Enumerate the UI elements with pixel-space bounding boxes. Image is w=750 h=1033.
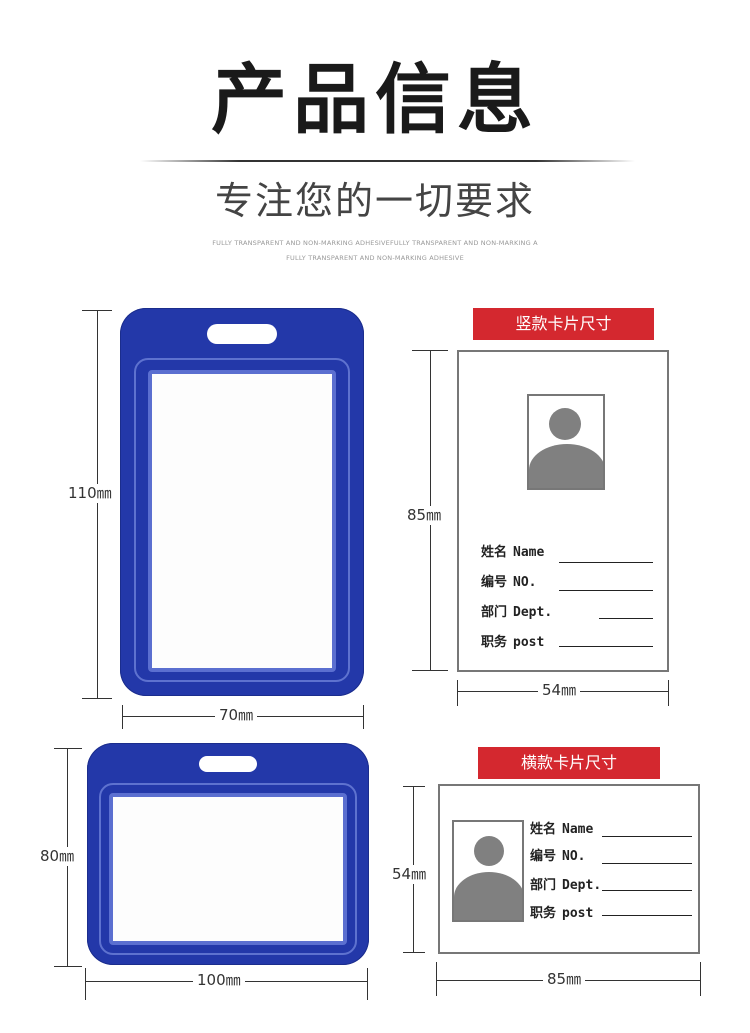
photo-frame <box>452 820 524 922</box>
field-underline <box>599 618 653 619</box>
field-underline <box>602 863 692 864</box>
horizontal-holder-width-label: 100㎜ <box>193 973 245 988</box>
dimension-tick <box>457 680 458 706</box>
person-head-icon <box>549 408 581 440</box>
dimension-tick <box>436 962 437 996</box>
horizontal-card-height-label: 54㎜ <box>392 865 427 884</box>
field-underline <box>602 836 692 837</box>
holder-rim <box>99 783 357 955</box>
holder-rim <box>134 358 350 682</box>
field-underline <box>559 562 653 563</box>
dimension-tick <box>82 310 112 311</box>
vertical-card-size-label: 竖款卡片尺寸 <box>473 308 654 340</box>
dimension-tick <box>85 968 86 1000</box>
height-dimension-line <box>97 310 98 698</box>
horizontal-card-width-label: 85㎜ <box>543 972 586 987</box>
photo-frame <box>527 394 605 490</box>
tagline-line-1: FULLY TRANSPARENT AND NON-MARKING ADHESI… <box>212 239 538 247</box>
person-head-icon <box>474 836 504 866</box>
person-body-icon <box>454 872 522 920</box>
lanyard-slot <box>207 324 277 344</box>
card-window <box>148 370 336 672</box>
vertical-holder-width-label: 70㎜ <box>215 708 258 723</box>
field-underline <box>602 890 692 891</box>
horizontal-badge-holder <box>87 743 369 965</box>
person-body-icon <box>529 444 603 488</box>
page-subtitle: 专注您的一切要求 <box>214 179 535 223</box>
dimension-tick <box>668 680 669 706</box>
page-title: 产品信息 <box>211 55 539 144</box>
horizontal-card-size-label: 横款卡片尺寸 <box>478 747 660 779</box>
dimension-tick <box>54 966 82 967</box>
dimension-tick <box>412 670 448 671</box>
dimension-tick <box>412 350 448 351</box>
dimension-tick <box>403 786 425 787</box>
title-divider <box>140 160 635 162</box>
dimension-tick <box>700 962 701 996</box>
vertical-badge-holder <box>120 308 364 696</box>
dimension-tick <box>122 705 123 729</box>
tagline-line-2: FULLY TRANSPARENT AND NON-MARKING ADHESI… <box>286 254 464 262</box>
dimension-tick <box>363 705 364 729</box>
vertical-card-height-label: 85㎜ <box>407 506 442 525</box>
lanyard-slot <box>199 756 257 772</box>
horizontal-holder-height-label: 80㎜ <box>40 847 75 866</box>
dimension-tick <box>82 698 112 699</box>
card-window <box>109 793 347 945</box>
dimension-tick <box>403 952 425 953</box>
field-underline <box>602 915 692 916</box>
field-underline <box>559 590 653 591</box>
dimension-tick <box>367 968 368 1000</box>
vertical-holder-height-label: 110㎜ <box>68 484 112 503</box>
dimension-tick <box>54 748 82 749</box>
field-underline <box>559 646 653 647</box>
vertical-card-width-label: 54㎜ <box>538 683 581 698</box>
